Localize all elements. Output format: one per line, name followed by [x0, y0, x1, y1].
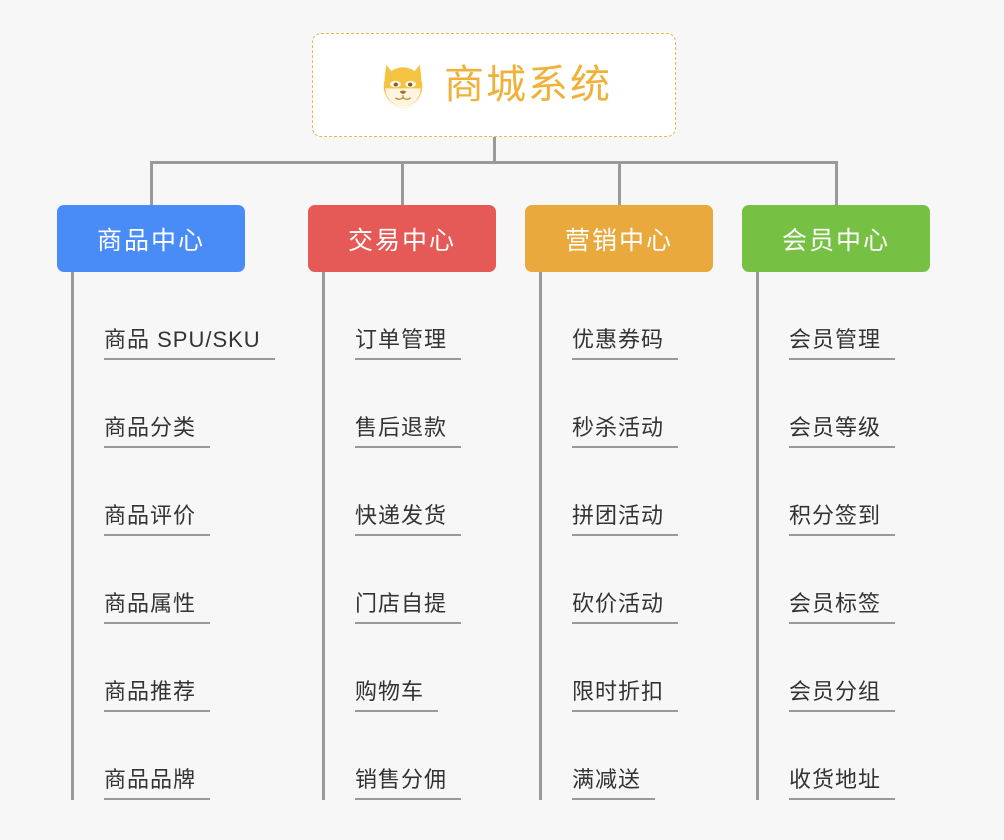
leaf-label: 快递发货	[355, 503, 462, 536]
category-label: 会员中心	[781, 226, 890, 255]
list-item[interactable]: 商品评价	[74, 448, 248, 536]
list-item[interactable]: 会员等级	[759, 360, 933, 448]
leaf-label: 售后退款	[355, 415, 462, 448]
leaf-label: 拼团活动	[572, 503, 679, 536]
list-item[interactable]: 订单管理	[325, 272, 499, 360]
leaf-label: 秒杀活动	[572, 415, 679, 448]
category-column-1: 商品中心 商品 SPU/SKU 商品分类 商品评价 商品属性 商品推荐 商品品牌	[57, 205, 275, 800]
leaf-label: 会员标签	[789, 591, 896, 624]
root-title: 商城系统	[444, 63, 612, 107]
list-item[interactable]: 限时折扣	[542, 624, 716, 712]
leaf-label: 优惠券码	[572, 327, 679, 360]
category-header-2[interactable]: 交易中心	[308, 205, 496, 272]
leaf-label: 购物车	[355, 679, 439, 712]
list-item[interactable]: 商品推荐	[74, 624, 248, 712]
list-item[interactable]: 商品品牌	[74, 712, 248, 800]
root-node[interactable]: 商城系统	[312, 33, 676, 137]
list-item[interactable]: 商品 SPU/SKU	[74, 272, 275, 360]
list-item[interactable]: 会员标签	[759, 536, 933, 624]
list-item[interactable]: 商品分类	[74, 360, 248, 448]
list-item[interactable]: 购物车	[325, 624, 499, 712]
leaf-label: 销售分佣	[355, 767, 462, 800]
leaf-label: 订单管理	[355, 327, 462, 360]
list-item[interactable]: 收货地址	[759, 712, 933, 800]
connector-drop-2	[401, 161, 404, 207]
category-header-3[interactable]: 营销中心	[525, 205, 713, 272]
category-label: 营销中心	[564, 226, 673, 255]
leaf-label: 会员分组	[789, 679, 896, 712]
list-item[interactable]: 门店自提	[325, 536, 499, 624]
list-item[interactable]: 商品属性	[74, 536, 248, 624]
list-item[interactable]: 拼团活动	[542, 448, 716, 536]
category-label: 商品中心	[96, 226, 205, 255]
list-item[interactable]: 砍价活动	[542, 536, 716, 624]
leaf-label: 积分签到	[789, 503, 896, 536]
list-item[interactable]: 积分签到	[759, 448, 933, 536]
leaf-label: 满减送	[572, 767, 656, 800]
leaf-list-1: 商品 SPU/SKU 商品分类 商品评价 商品属性 商品推荐 商品品牌	[71, 272, 275, 800]
connector-trunk	[493, 137, 496, 163]
leaf-list-2: 订单管理 售后退款 快递发货 门店自提 购物车 销售分佣	[322, 272, 499, 800]
leaf-list-3: 优惠券码 秒杀活动 拼团活动 砍价活动 限时折扣 满减送	[539, 272, 716, 800]
leaf-label: 商品推荐	[104, 679, 211, 712]
category-column-3: 营销中心 优惠券码 秒杀活动 拼团活动 砍价活动 限时折扣 满减送	[525, 205, 713, 800]
leaf-label: 商品分类	[104, 415, 211, 448]
connector-drop-1	[150, 161, 153, 207]
list-item[interactable]: 快递发货	[325, 448, 499, 536]
list-item[interactable]: 售后退款	[325, 360, 499, 448]
leaf-label: 会员等级	[789, 415, 896, 448]
connector-bus	[150, 161, 838, 164]
connector-drop-4	[835, 161, 838, 207]
leaf-label: 门店自提	[355, 591, 462, 624]
list-item[interactable]: 满减送	[542, 712, 716, 800]
leaf-list-4: 会员管理 会员等级 积分签到 会员标签 会员分组 收货地址	[756, 272, 933, 800]
list-item[interactable]: 销售分佣	[325, 712, 499, 800]
list-item[interactable]: 会员管理	[759, 272, 933, 360]
list-item[interactable]: 会员分组	[759, 624, 933, 712]
leaf-label: 收货地址	[789, 767, 896, 800]
shiba-dog-face-icon	[383, 64, 423, 109]
leaf-label: 砍价活动	[572, 591, 679, 624]
category-column-4: 会员中心 会员管理 会员等级 积分签到 会员标签 会员分组 收货地址	[742, 205, 930, 800]
connector-drop-3	[618, 161, 621, 207]
category-column-2: 交易中心 订单管理 售后退款 快递发货 门店自提 购物车 销售分佣	[308, 205, 496, 800]
leaf-label: 商品属性	[104, 591, 211, 624]
category-label: 交易中心	[347, 226, 456, 255]
category-header-1[interactable]: 商品中心	[57, 205, 245, 272]
leaf-label: 会员管理	[789, 327, 896, 360]
leaf-label: 商品品牌	[104, 767, 211, 800]
list-item[interactable]: 秒杀活动	[542, 360, 716, 448]
list-item[interactable]: 优惠券码	[542, 272, 716, 360]
leaf-label: 商品 SPU/SKU	[104, 327, 275, 360]
category-header-4[interactable]: 会员中心	[742, 205, 930, 272]
leaf-label: 商品评价	[104, 503, 211, 536]
leaf-label: 限时折扣	[572, 679, 679, 712]
